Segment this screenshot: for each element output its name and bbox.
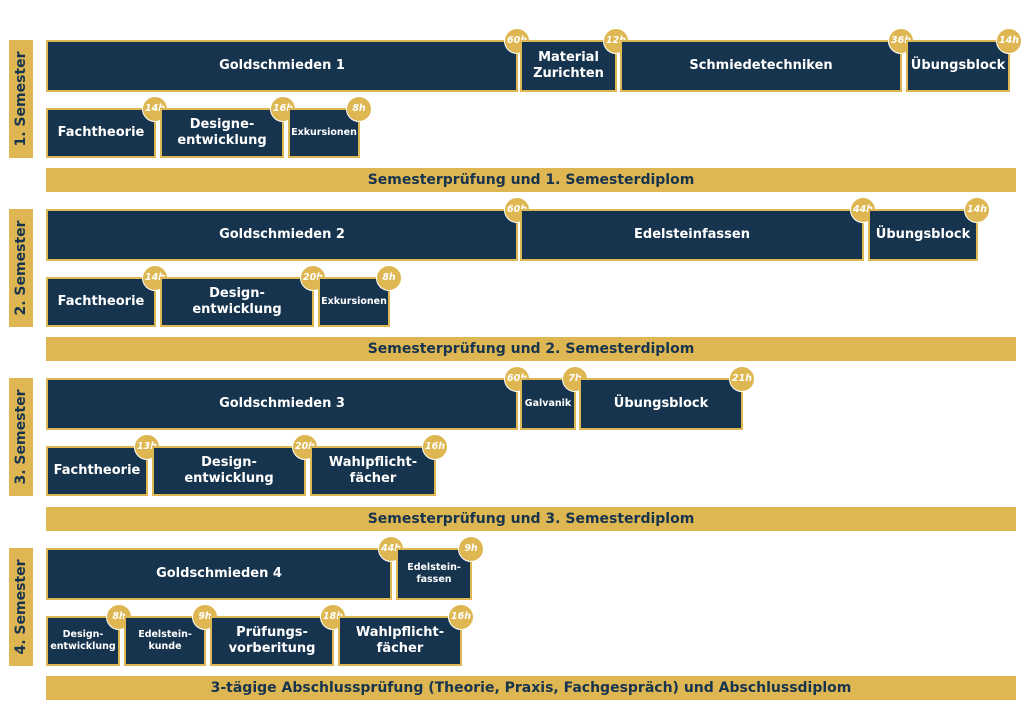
semester-1-label: 1. Semester <box>9 40 33 158</box>
hours-badge: 16h <box>448 604 474 630</box>
hours-badge: 12h <box>603 28 629 54</box>
semester-3-exam: Semesterprüfung und 3. Semesterdiplom <box>46 507 1016 531</box>
semester-3-label: 3. Semester <box>9 378 33 496</box>
hours-badge: 9h <box>458 536 484 562</box>
hours-badge: 21h <box>729 366 755 392</box>
hours-badge: 16h <box>422 434 448 460</box>
semester-4-label: 4. Semester <box>9 548 33 666</box>
hours-badge: 14h <box>964 197 990 223</box>
semester-1-exam: Semesterprüfung und 1. Semesterdiplom <box>46 168 1016 192</box>
hours-badge: 8h <box>346 96 372 122</box>
hours-badge: 8h <box>376 265 402 291</box>
semester-2-label: 2. Semester <box>9 209 33 327</box>
semester-2-exam: Semesterprüfung und 2. Semesterdiplom <box>46 337 1016 361</box>
hours-badge: 14h <box>996 28 1022 54</box>
hours-badge: 20h <box>292 434 318 460</box>
final-exam: 3-tägige Abschlussprüfung (Theorie, Prax… <box>46 676 1016 700</box>
